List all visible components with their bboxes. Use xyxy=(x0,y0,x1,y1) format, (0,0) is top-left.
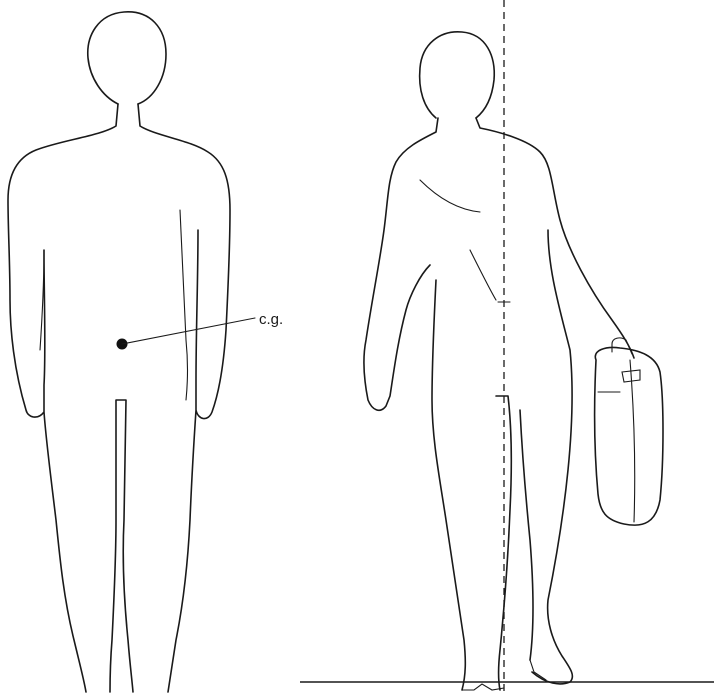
walking-figure-right-side xyxy=(476,118,634,684)
cg-leader-line xyxy=(122,318,255,344)
cg-label: c.g. xyxy=(259,311,283,328)
front-figure-right-side xyxy=(138,104,230,692)
case-latch xyxy=(598,370,640,392)
walking-figure-head xyxy=(420,32,495,118)
front-figure-left-side xyxy=(8,104,118,692)
carried-case xyxy=(595,338,663,525)
front-standing-figure xyxy=(8,12,230,692)
walking-figure-chest-detail xyxy=(420,180,496,300)
case-body xyxy=(595,348,663,526)
front-figure-left-arm-line xyxy=(40,250,44,350)
case-handle xyxy=(612,338,632,354)
walking-figure-inner-legs xyxy=(496,396,533,690)
walking-figure-carrying-case xyxy=(364,32,634,690)
front-figure-head xyxy=(88,12,166,104)
front-figure-right-arm-line xyxy=(180,210,188,400)
case-edge-line xyxy=(630,360,635,522)
front-figure-inner-legs xyxy=(110,400,133,692)
walking-figure-left-side xyxy=(364,118,465,690)
